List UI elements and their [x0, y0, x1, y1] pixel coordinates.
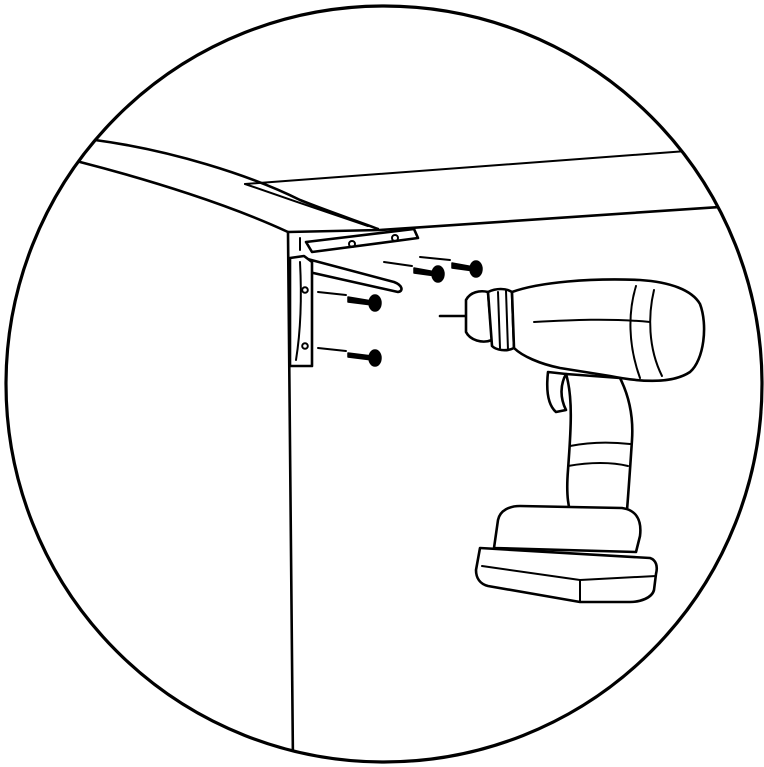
screw-icon — [317, 347, 382, 367]
detail-circle-frame — [4, 4, 764, 764]
cabinet-top-back-edge — [93, 138, 380, 231]
drill-icon — [438, 278, 706, 604]
screw-icon — [419, 256, 483, 278]
cabinet-top-panel — [244, 149, 701, 185]
screw-icon — [383, 261, 445, 283]
screw-group — [317, 256, 483, 367]
cabinet-top-panel-fold — [244, 183, 369, 227]
cabinet-top-edge — [78, 160, 762, 234]
corner-bracket-icon — [288, 227, 420, 368]
screw-icon — [317, 291, 382, 312]
cabinet-scene — [78, 138, 762, 762]
